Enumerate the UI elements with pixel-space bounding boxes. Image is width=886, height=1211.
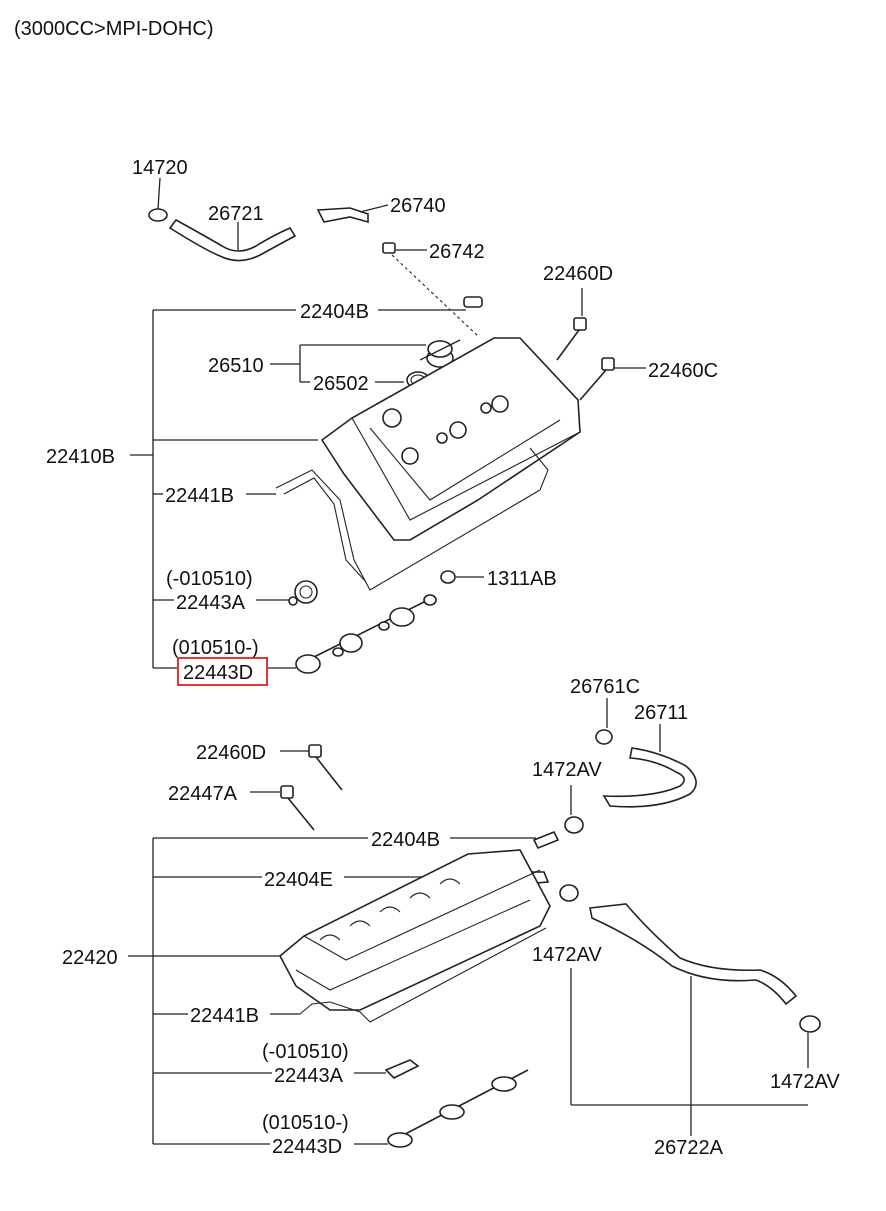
label-22441b-bot: 22441B: [190, 1005, 259, 1027]
seal-22443d-top: [268, 594, 437, 674]
diagram-header: (3000CC>MPI-DOHC): [14, 18, 213, 40]
label-22460d-bot: 22460D: [196, 742, 266, 764]
label-22420: 22420: [62, 947, 118, 969]
bolt-22447a: [250, 785, 315, 831]
gasket-22441b-top: [246, 447, 549, 591]
seal-22443a-top: [256, 580, 318, 606]
label-22443a-bot: 22443A: [274, 1065, 344, 1087]
label-1472av-a: 1472AV: [532, 759, 602, 781]
label-26711: 26711: [634, 702, 688, 724]
note-010510-d-bot: (010510-): [262, 1112, 349, 1134]
label-22404b-top: 22404B: [300, 301, 369, 323]
label-14720: 14720: [132, 157, 188, 179]
note-010510-a-top: (-010510): [166, 568, 253, 590]
label-22441b-top: 22441B: [165, 485, 234, 507]
label-22460d-top: 22460D: [543, 263, 613, 285]
fitting-22404b-top: [378, 296, 483, 311]
clamp-1472av-a: [564, 785, 584, 834]
label-26740: 26740: [390, 195, 446, 217]
valve-cover-top: [320, 337, 581, 541]
valve-26742: [382, 242, 479, 337]
label-22443d-bot: 22443D: [272, 1136, 342, 1158]
label-26742: 26742: [429, 241, 485, 263]
highlight-box: [177, 657, 268, 686]
label-22460c: 22460C: [648, 360, 718, 382]
label-1472av-c: 1472AV: [770, 1071, 840, 1093]
seal-22443a-bot: [354, 1059, 420, 1079]
label-26722a: 26722A: [654, 1137, 724, 1159]
hose-26722a: [589, 903, 798, 1136]
clamp-1472av-c: [799, 1015, 821, 1068]
label-1472av-b: 1472AV: [532, 944, 602, 966]
label-26510: 26510: [208, 355, 264, 377]
bolt-22460d-top: [556, 288, 587, 361]
hose-26721: [148, 177, 297, 262]
clamp-1472av-b: [559, 884, 808, 1106]
note-010510-d-top: (010510-): [172, 637, 259, 659]
bracket-22410b: [130, 309, 318, 669]
fitting-22404b-bot: [450, 830, 560, 850]
label-22447a: 22447A: [168, 783, 238, 805]
bracket-26510: [270, 344, 426, 383]
seal-22443d-bot: [354, 1069, 529, 1148]
label-22404b-bot: 22404B: [371, 829, 440, 851]
clamp-26761c: [595, 698, 613, 745]
hose-26711: [602, 724, 697, 808]
label-26761c: 26761C: [570, 676, 640, 698]
bracket-22420: [128, 837, 368, 1145]
note-010510-a-bot: (-010510): [262, 1041, 349, 1063]
valve-cover-bottom: [278, 849, 551, 1011]
bolt-22460c: [579, 357, 646, 401]
label-22404e: 22404E: [264, 869, 333, 891]
pipe-26740: [316, 204, 389, 224]
label-22443a-top: 22443A: [176, 592, 246, 614]
label-1311ab: 1311AB: [487, 568, 557, 590]
gasket-22441b-bot: [270, 927, 547, 1023]
label-22410b: 22410B: [46, 446, 115, 468]
label-22443d-top: 22443D: [183, 662, 253, 684]
label-26502: 26502: [313, 373, 369, 395]
label-26721: 26721: [208, 203, 264, 225]
bolt-22460d-bot: [280, 744, 343, 791]
nut-1311ab: [440, 570, 484, 584]
